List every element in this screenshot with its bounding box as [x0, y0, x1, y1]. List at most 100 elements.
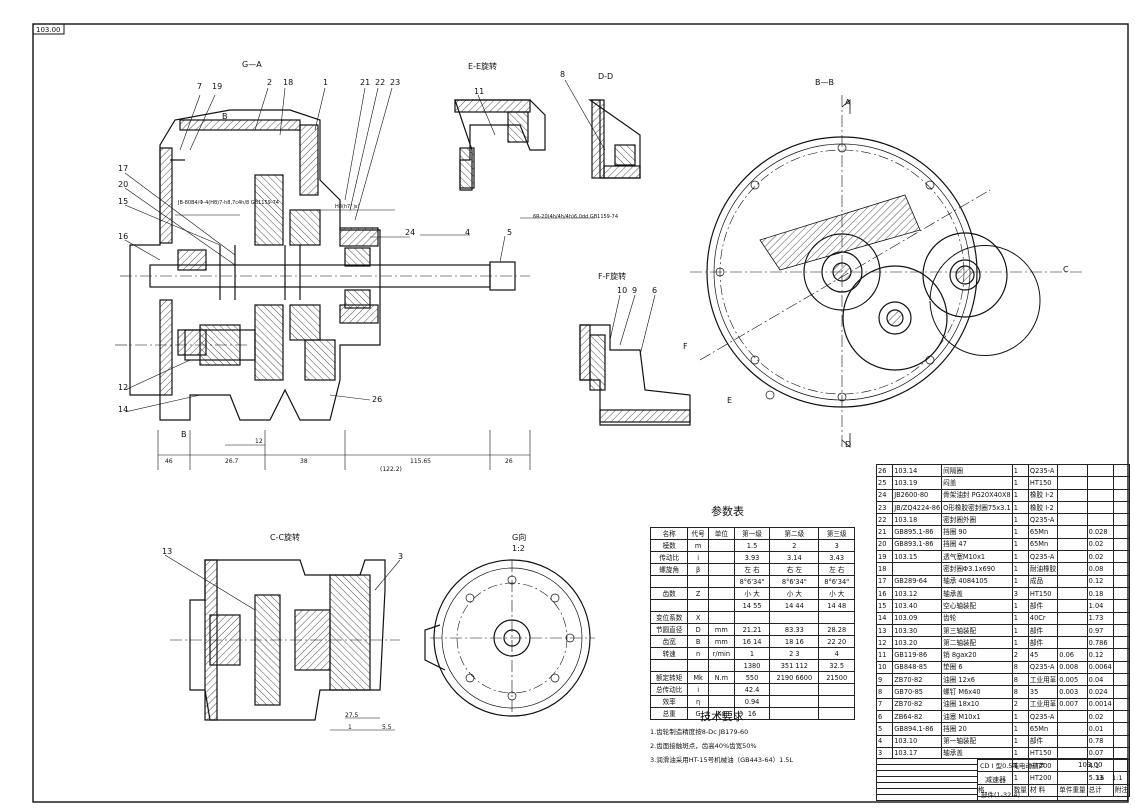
params-header-cell: 单位 — [707, 527, 735, 540]
bom-cell: 0.97 — [1086, 623, 1114, 638]
bom-cell: 成品 — [1027, 574, 1059, 588]
g-view-title: G向 — [512, 533, 527, 542]
bom-cell: 0.06 — [1057, 648, 1088, 662]
bom-cell — [1112, 537, 1130, 552]
params-cell: 2 — [769, 539, 820, 552]
params-cell — [707, 683, 735, 696]
bom-cell: HT150 — [1027, 476, 1059, 490]
bom-cell — [1112, 746, 1130, 761]
main-section-view — [115, 87, 595, 470]
bom-cell: 0.08 — [1086, 562, 1114, 576]
bom-cell: 24 — [875, 488, 894, 502]
params-cell: mm — [707, 623, 735, 636]
bom-cell: 部件 — [1027, 734, 1059, 748]
bom-cell — [1057, 513, 1088, 527]
corner-stamp — [32, 23, 65, 35]
bom-cell: 103.18 — [892, 513, 943, 527]
dim-46: 46 — [165, 458, 173, 465]
bom-cell: 1 — [1011, 513, 1029, 527]
callout-12: 12 — [118, 383, 129, 392]
params-cell: 1 — [733, 647, 771, 660]
bom-cell: 1 — [1011, 550, 1029, 564]
bom-cell: GB894.1-86 — [892, 722, 943, 736]
bom-cell: GB893.1-86 — [892, 537, 943, 552]
callout-13: 13 — [162, 547, 173, 556]
fit-annotation-mid: H8(h7/ js) — [335, 204, 360, 210]
params-cell: 总传动比 — [649, 683, 689, 696]
params-cell: 小 大 — [769, 587, 820, 600]
title-block: CD I 型0.5吨电动葫芦 减速器 部件(1-32.4) 103.00 16 … — [876, 758, 1128, 801]
params-cell: 1380 — [733, 659, 771, 672]
bom-cell: 1 — [1011, 599, 1029, 613]
bom-cell: 20 — [875, 537, 894, 552]
params-cell: 14 55 — [733, 599, 771, 612]
bom-cell: 0.07 — [1086, 746, 1114, 761]
bom-cell: 油塞 M10x1 — [941, 709, 1013, 724]
bom-cell: 21 — [875, 525, 894, 539]
bom-cell: 0.024 — [1086, 685, 1114, 699]
params-cell: 1.5 — [733, 539, 771, 552]
bom-cell: 22 — [875, 513, 894, 527]
bom-cell: 2 — [1011, 697, 1029, 711]
fit-annotation-right: 6R-20(4h/4h/4h)6,0dd GB1159-74 — [533, 214, 619, 220]
bom-cell: 1.73 — [1086, 611, 1114, 625]
bom-cell: 1.04 — [1086, 599, 1114, 613]
params-cell — [769, 707, 820, 720]
bom-cell: 0.78 — [1086, 734, 1114, 748]
bom-cell: 0.12 — [1086, 648, 1114, 662]
tech-requirement-item: 2.齿面接触斑点，齿高40%齿宽50% — [650, 742, 757, 750]
bom-cell — [1057, 586, 1088, 601]
bom-header-cell: 材 料 — [1027, 783, 1059, 798]
bom-cell — [1112, 562, 1130, 576]
bom-cell: 0.02 — [1086, 709, 1114, 724]
bom-cell — [1112, 574, 1130, 588]
params-cell: 32.5 — [818, 659, 855, 672]
params-cell: 3.14 — [769, 551, 820, 564]
bom-cell: 65Mn — [1027, 722, 1059, 736]
bb-end-view — [690, 95, 1085, 450]
bom-cell: Q235-A — [1027, 463, 1059, 478]
bom-cell: 15 — [875, 599, 894, 613]
bom-cell: 5 — [875, 722, 894, 736]
bom-cell: 橡胶 I-2 — [1027, 500, 1059, 515]
bom-cell: 0.003 — [1057, 685, 1088, 699]
bom-cell: 0.12 — [1086, 574, 1114, 588]
bom-cell — [892, 562, 943, 576]
tech-requirements-title: 技术要求 — [700, 710, 744, 723]
bom-cell: 0.0064 — [1086, 660, 1114, 675]
bom-cell: 0.04 — [1086, 673, 1114, 687]
bom-cell: HT150 — [1027, 586, 1059, 601]
params-cell: 齿宽 — [649, 635, 689, 648]
params-cell: 14 44 — [769, 599, 820, 612]
bom-cell: 5.13 — [1086, 771, 1114, 785]
params-cell: 22 20 — [818, 635, 855, 648]
bom-cell: 油圈 18x10 — [941, 697, 1013, 711]
callout-23: 23 — [390, 78, 401, 87]
bom-cell — [1112, 488, 1130, 502]
params-cell: r/min — [707, 647, 735, 660]
params-cell: 转速 — [649, 647, 689, 660]
bom-cell — [1057, 488, 1088, 502]
bom-cell — [1057, 599, 1088, 613]
title-block-signatures — [877, 759, 978, 800]
bom-cell: 11 — [875, 648, 894, 662]
bom-cell: 0.18 — [1086, 586, 1114, 601]
bom-cell — [1057, 525, 1088, 539]
params-cell — [707, 551, 735, 564]
params-cell — [649, 659, 689, 672]
params-cell: 14 48 — [818, 599, 855, 612]
bom-cell — [1112, 660, 1130, 675]
bom-cell: Q235-A — [1027, 513, 1059, 527]
bom-cell: 耐油橡胶 — [1027, 562, 1059, 576]
ee-section-view — [454, 94, 546, 191]
params-cell: 3.93 — [733, 551, 771, 564]
ee-view-title: E-E旋转 — [468, 62, 497, 71]
bom-cell: 间隔圈 — [941, 463, 1013, 478]
